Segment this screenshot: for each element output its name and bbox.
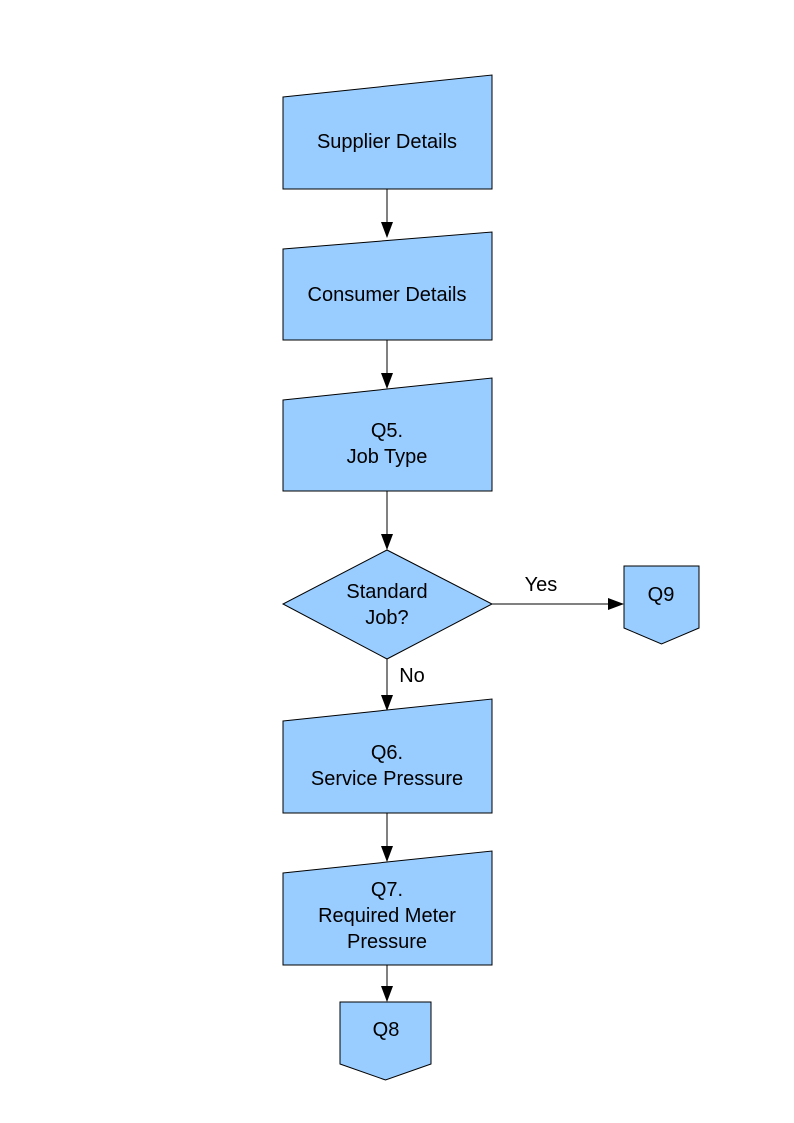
q9-offpage-connector-shape [623, 565, 700, 645]
q5-job-type-shape [282, 377, 493, 492]
supplier-details-shape [282, 74, 493, 190]
q7-required-meter-pressure-shape [282, 850, 493, 966]
consumer-details-shape [282, 231, 493, 341]
q6-service-pressure-shape [282, 698, 493, 814]
standard-job-decision-shape [281, 549, 494, 660]
q8-offpage-connector-shape [339, 1001, 432, 1081]
